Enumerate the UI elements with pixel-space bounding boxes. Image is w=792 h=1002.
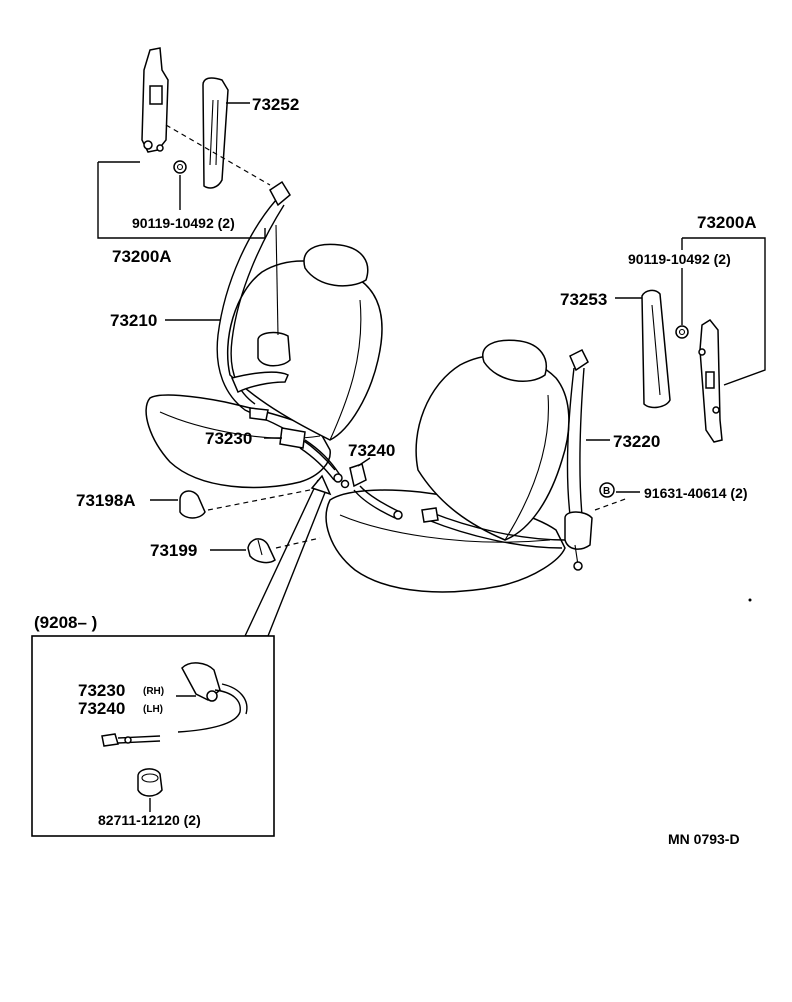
label-73230: 73230 [205, 429, 252, 448]
label-73253: 73253 [560, 290, 607, 309]
label-90119-right: 90119-10492 (2) [628, 251, 731, 267]
inset-label-lh: (LH) [143, 704, 163, 715]
label-73240: 73240 [348, 441, 395, 460]
inset-box [31, 635, 275, 837]
inset-label-73240: 73240 [78, 699, 125, 718]
inset-label-82711: 82711-12120 (2) [98, 812, 201, 828]
right-seat-belt [421, 348, 593, 571]
label-73220: 73220 [613, 432, 660, 451]
right-pillar-cover [641, 289, 671, 409]
label-73252: 73252 [252, 95, 299, 114]
inset-date-label: (9208– ) [34, 613, 97, 632]
b-marker-letter: B [603, 486, 610, 497]
reference-code: MN 0793-D [668, 831, 740, 847]
label-73210: 73210 [110, 311, 157, 330]
clip-73199 [247, 538, 276, 564]
label-73200A-right: 73200A [697, 213, 757, 232]
b-marker: B [599, 482, 615, 498]
label-73198A: 73198A [76, 491, 136, 510]
left-pillar-cover [202, 77, 229, 189]
left-pillar-adjuster [141, 47, 169, 153]
label-73200A-left: 73200A [112, 247, 172, 266]
label-73199: 73199 [150, 541, 197, 560]
buckle-73230 [279, 427, 343, 483]
inset-label-73230: 73230 [78, 681, 125, 700]
left-bolt [173, 160, 187, 174]
cover-73198A [179, 490, 206, 519]
left-seat-belt [216, 180, 336, 471]
right-seat [325, 339, 570, 593]
label-90119-left: 90119-10492 (2) [132, 215, 235, 231]
right-pillar-adjuster [698, 319, 723, 443]
right-bolt [675, 325, 689, 339]
buckle-73240 [340, 463, 403, 520]
label-91631: 91631-40614 (2) [644, 485, 748, 501]
left-seat [145, 243, 383, 489]
inset-label-rh: (RH) [143, 686, 164, 697]
